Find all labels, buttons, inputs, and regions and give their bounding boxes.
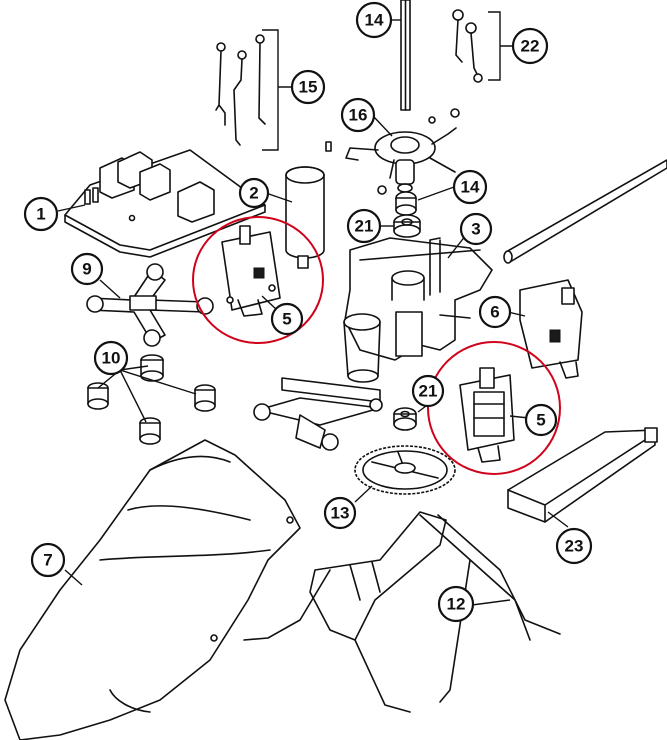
callout-7: 7 (30, 542, 66, 578)
callout-13: 13 (323, 496, 357, 530)
callout-21-top: 21 (346, 208, 382, 244)
servo-left (221, 225, 281, 317)
lower-frame (253, 377, 383, 451)
highlight-circle-servo-right (427, 341, 561, 475)
canopy (4, 439, 301, 740)
callout-1-label: 1 (36, 205, 45, 224)
callout-2-label: 2 (249, 184, 258, 203)
callout-2: 2 (238, 177, 270, 209)
control-board (64, 149, 266, 258)
motor (285, 166, 325, 269)
callout-10-label: 10 (102, 349, 121, 368)
frame-mount (86, 263, 214, 347)
servo-right-highlighted (459, 367, 515, 463)
tail-boom (503, 159, 667, 264)
callout-14-collar-label: 14 (461, 178, 480, 197)
callout-7-label: 7 (43, 551, 52, 570)
callout-15: 15 (290, 69, 326, 105)
callout-14-top-label: 14 (365, 11, 384, 30)
linkage-rods (215, 34, 266, 146)
main-frame (343, 237, 493, 383)
callout-14-top: 14 (355, 1, 393, 39)
callout-12: 12 (437, 585, 475, 623)
callout-5-left-label: 5 (282, 310, 291, 329)
main-gear (354, 445, 456, 495)
callout-10: 10 (93, 340, 129, 376)
callout-23-label: 23 (565, 537, 584, 556)
highlight-circle-servo-left (192, 216, 324, 344)
callout-21-middle: 21 (411, 374, 445, 408)
swashplate (325, 108, 460, 195)
callout-14-collar: 14 (452, 169, 488, 205)
servo-links (452, 9, 483, 83)
callout-13-label: 13 (331, 504, 350, 523)
callout-5-right: 5 (524, 403, 558, 437)
leader-lines (57, 11, 569, 606)
callout-23: 23 (555, 527, 593, 565)
callout-3: 3 (459, 212, 493, 246)
callout-3-label: 3 (471, 220, 480, 239)
callout-6-label: 6 (490, 303, 499, 322)
callout-22-label: 22 (521, 37, 540, 56)
callout-9-label: 9 (82, 260, 91, 279)
callout-5-right-label: 5 (536, 411, 545, 430)
landing-skid (243, 511, 561, 713)
callout-21-middle-label: 21 (419, 382, 438, 401)
battery (507, 427, 658, 523)
callout-5-left: 5 (270, 302, 304, 336)
callout-15-label: 15 (299, 78, 318, 97)
spacer-middle (393, 407, 417, 431)
servo-right (519, 279, 583, 379)
callout-21-top-label: 21 (355, 217, 374, 236)
callout-16-label: 16 (349, 106, 368, 125)
callout-9: 9 (70, 252, 104, 286)
callout-6: 6 (478, 295, 512, 329)
collar-and-spacer-top (393, 191, 421, 238)
callout-22: 22 (511, 27, 549, 65)
callout-12-label: 12 (447, 595, 466, 614)
callout-1: 1 (23, 196, 59, 232)
main-shaft (400, 0, 411, 111)
callout-16: 16 (340, 97, 376, 133)
